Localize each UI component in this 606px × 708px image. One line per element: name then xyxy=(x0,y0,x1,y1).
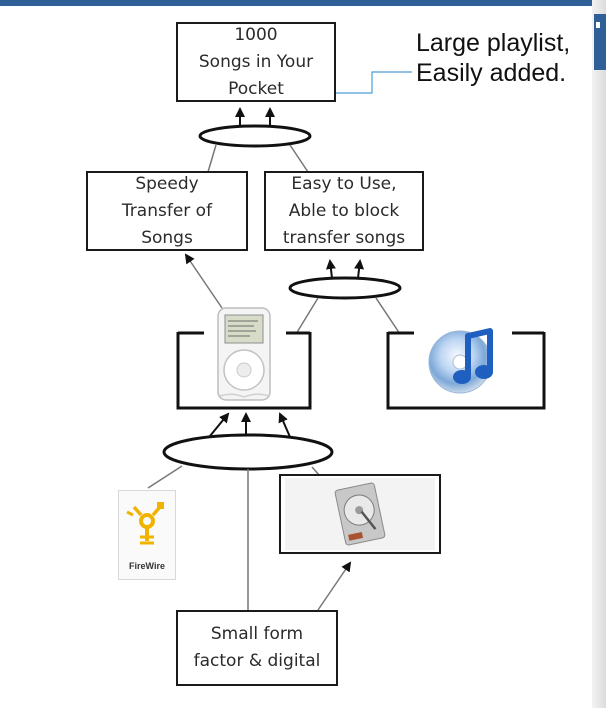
callout-large-playlist: Large playlist, Easily added. xyxy=(416,29,571,87)
node-speedy-transfer: Speedy Transfer of Songs xyxy=(86,171,248,251)
itunes-icon xyxy=(424,322,506,396)
arrow-to-ipod-right xyxy=(278,412,291,438)
link-easy-to-top xyxy=(289,144,309,173)
itunes-bracket xyxy=(386,332,546,410)
arrow-smallform-to-hdd xyxy=(317,561,352,611)
and-node-top xyxy=(198,124,312,148)
callout-connector xyxy=(334,71,412,94)
side-scroll-thumb[interactable] xyxy=(594,14,606,70)
and-node-bottom xyxy=(162,433,334,471)
firewire-label: FireWire xyxy=(129,561,165,571)
arrow-to-ipod-left xyxy=(209,412,230,437)
node-small-form-factor: Small form factor & digital xyxy=(176,610,338,686)
link-middle-to-itunes xyxy=(375,297,401,335)
link-speedy-to-top xyxy=(207,144,217,173)
node-small-form-factor-label: Small form factor & digital xyxy=(193,624,321,671)
node-easy-to-use-label: Easy to Use, Able to block transfer song… xyxy=(282,173,406,248)
side-scrollbar[interactable] xyxy=(592,0,606,708)
node-speedy-transfer-label: Speedy Transfer of Songs xyxy=(121,173,213,248)
hard-drive-image xyxy=(285,478,435,550)
ipod-icon xyxy=(212,306,276,402)
arrow-to-easy-left xyxy=(325,259,336,279)
hard-drive-icon xyxy=(285,478,435,550)
link-middle-to-ipod xyxy=(295,297,319,335)
node-hard-drive xyxy=(279,474,441,554)
link-firewire-to-bottom xyxy=(147,465,183,489)
side-mark xyxy=(596,22,600,28)
node-songs-in-pocket: 1000 Songs in Your Pocket xyxy=(176,22,336,102)
window-top-strip xyxy=(0,0,606,6)
arrow-ipod-to-speedy xyxy=(184,253,223,309)
node-easy-to-use: Easy to Use, Able to block transfer song… xyxy=(264,171,424,251)
and-node-middle xyxy=(288,276,402,300)
ipod-bracket xyxy=(176,332,312,410)
node-songs-in-pocket-label: 1000 Songs in Your Pocket xyxy=(198,24,314,99)
arrow-to-easy-right xyxy=(354,259,365,279)
firewire-icon xyxy=(126,502,164,545)
firewire-logo: FireWire xyxy=(118,490,176,580)
